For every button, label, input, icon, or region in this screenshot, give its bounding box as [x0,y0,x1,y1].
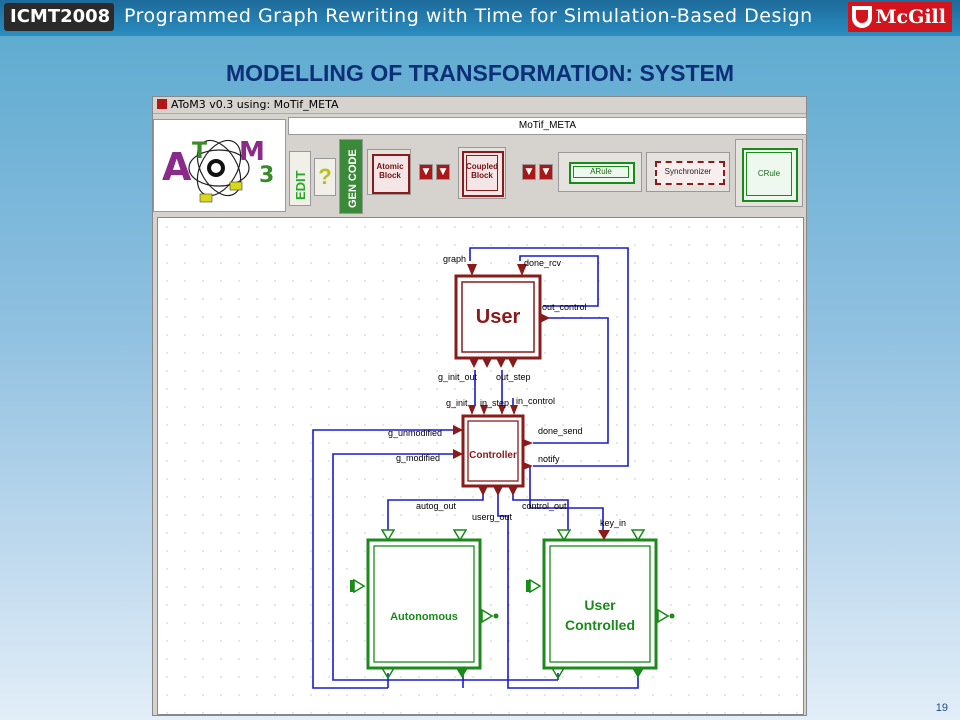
atomic-block-button[interactable]: Atomic Block [367,149,411,195]
window-title: AToM3 v0.3 using: MoTif_META [171,98,339,111]
meta-model-name: MoTif_META [288,117,807,135]
conn-control-out [512,494,569,530]
port-labels: graph done_rcv out_control g_init_out ou… [388,254,626,528]
port-graph: graph [443,254,466,264]
svg-text:A: A [162,145,192,189]
port-in-step: in_step [480,398,509,408]
atomic-arrow-button-2[interactable]: ▼ [436,164,450,180]
slide-title: MODELLING OF TRANSFORMATION: SYSTEM [225,60,735,86]
conn-g-modified [332,453,558,681]
port-key-in: key_in [600,518,626,528]
port-userg-out: userg_out [472,512,513,522]
crule-label: CRule [757,169,781,178]
svg-text:3: 3 [259,163,274,188]
mcgill-logo: McGill [848,2,952,32]
user-controlled-block[interactable]: User Controlled [526,529,675,680]
help-label: ? [318,164,332,189]
atomic-arrow-button[interactable]: ▼ [419,164,433,180]
user-block[interactable]: User [454,264,550,368]
conn-autog-out [387,494,484,530]
port-done-rcv: done_rcv [524,258,562,268]
synchronizer-label: Synchronizer [664,167,712,176]
arrow-down-icon: ▼ [542,167,550,177]
conn-graph-loop [469,247,629,467]
gen-code-label: GEN CODE [347,149,359,208]
toolbar: A T M 3 MoTif_META EDIT ? GEN CODE Atomi… [153,114,807,214]
model-canvas[interactable]: User Controller [157,217,804,715]
user-controlled-label-1: User [584,597,616,613]
synchronizer-button[interactable]: Synchronizer [646,152,730,192]
port-g-init-out: g_init_out [438,372,478,382]
conn-userg-out [497,494,639,689]
conn-key-in [529,466,604,530]
autonomous-block[interactable]: Autonomous [350,529,499,680]
controller-block[interactable]: Controller [453,405,533,496]
user-controlled-label-2: Controlled [565,617,635,633]
port-in-control: in_control [516,396,555,406]
atom3-logo: A T M 3 [153,119,286,212]
port-g-init: g_init [446,398,468,408]
crule-button[interactable]: CRule [735,139,803,207]
port-done-send: done_send [538,426,583,436]
conn-g-unmodified [312,429,463,689]
arrow-down-icon: ▼ [422,167,430,177]
coupled-block-label: Coupled Block [466,162,498,180]
edit-button[interactable]: EDIT [289,151,311,206]
port-g-modified: g_modified [396,453,440,463]
atomic-block-label: Atomic Block [376,162,404,180]
svg-text:T: T [192,139,207,164]
slide-header-bar: ICMT2008 Programmed Graph Rewriting with… [0,0,960,36]
user-block-label: User [476,306,521,328]
slide-page-number: 19 [935,702,948,714]
coupled-block-button[interactable]: Coupled Block [458,147,506,199]
conn-done-rcv [519,255,599,307]
coupled-arrow-button-2[interactable]: ▼ [539,164,553,180]
port-notify: notify [538,454,560,464]
port-autog-out: autog_out [416,501,457,511]
deck-title: Programmed Graph Rewriting with Time for… [124,5,813,27]
svg-text:M: M [239,137,265,167]
arrow-down-icon: ▼ [525,167,533,177]
port-out-step: out_step [496,372,531,382]
window-titlebar: AToM3 v0.3 using: MoTif_META [153,97,806,114]
coupled-arrow-button[interactable]: ▼ [522,164,536,180]
help-button[interactable]: ? [314,158,336,196]
port-control-out: control_out [522,501,567,511]
edit-label: EDIT [293,170,308,200]
gen-code-button[interactable]: GEN CODE [339,139,363,214]
connections [312,247,639,689]
app-icon [157,99,167,109]
conn-out-control [533,317,609,444]
conference-badge: ICMT2008 [4,3,114,31]
system-diagram: User Controller [312,247,675,689]
autonomous-block-label: Autonomous [390,611,458,623]
arule-button[interactable]: ARule [558,152,642,192]
mcgill-shield-icon [852,6,872,28]
atom3-window: AToM3 v0.3 using: MoTif_META A T M 3 MoT… [152,96,807,716]
port-g-unmodified: g_unmodified [388,428,442,438]
port-out-control: out_control [542,302,587,312]
arrow-down-icon: ▼ [439,167,447,177]
arule-label: ARule [590,167,612,176]
controller-block-label: Controller [469,450,517,461]
